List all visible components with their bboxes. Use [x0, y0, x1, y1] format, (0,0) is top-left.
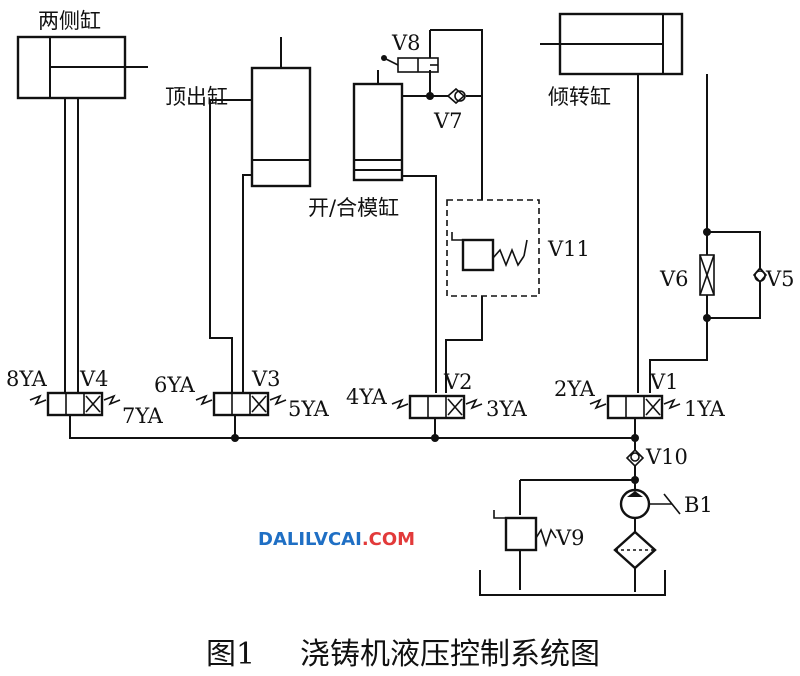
directional-valve-v4 — [29, 391, 121, 417]
directional-valve-v2 — [391, 394, 483, 420]
side-cylinder — [16, 35, 148, 100]
label-v1: V1 — [649, 370, 679, 394]
caption-title: 浇铸机液压控制系统图 — [300, 637, 600, 672]
label-5ya: 5YA — [288, 397, 330, 421]
label-2ya: 2YA — [554, 377, 596, 401]
label-1ya: 1YA — [684, 397, 726, 421]
mold-cylinder — [352, 82, 404, 182]
label-v10: V10 — [645, 445, 688, 469]
v7-check-valve — [446, 87, 466, 105]
label-v8: V8 — [391, 31, 421, 55]
label-mold-cylinder: 开/合模缸 — [308, 196, 399, 220]
watermark-suffix: .COM — [362, 529, 415, 550]
directional-valve-v3 — [195, 391, 287, 417]
directional-valve-v1 — [589, 394, 681, 420]
label-v6: V6 — [659, 267, 689, 291]
label-7ya: 7YA — [122, 404, 164, 428]
tilt-cylinder — [540, 12, 684, 76]
label-v2: V2 — [443, 370, 473, 394]
junction-dots — [231, 92, 711, 484]
label-side-cylinder: 两侧缸 — [38, 9, 101, 33]
v10-check-valve — [625, 448, 645, 468]
hydraulic-lines — [64, 29, 761, 596]
v8-valve — [381, 55, 439, 73]
filter — [613, 530, 657, 570]
top-eject-cylinder — [250, 37, 312, 188]
label-3ya: 3YA — [486, 397, 528, 421]
label-v11: V11 — [547, 237, 590, 261]
v9-relief-valve — [493, 510, 557, 552]
label-4ya: 4YA — [346, 385, 388, 409]
pump-b1 — [619, 488, 681, 520]
label-tilt-cylinder: 倾转缸 — [548, 85, 611, 109]
v6-throttle-valve — [699, 254, 715, 296]
label-8ya: 8YA — [6, 367, 48, 391]
caption-number: 图1 — [206, 637, 255, 672]
watermark: DALILVCAI.COM — [258, 529, 415, 550]
label-6ya: 6YA — [154, 373, 196, 397]
label-v9: V9 — [555, 526, 585, 550]
label-v3: V3 — [251, 367, 281, 391]
watermark-prefix: DALILVCAI — [258, 529, 362, 550]
v5-check-valve — [752, 266, 768, 284]
label-v7: V7 — [433, 109, 463, 133]
label-v5: V5 — [765, 267, 795, 291]
label-b1: B1 — [684, 493, 713, 517]
label-top-cylinder: 顶出缸 — [165, 85, 228, 109]
v11-relief-valve — [446, 199, 540, 297]
label-v4: V4 — [79, 367, 109, 391]
